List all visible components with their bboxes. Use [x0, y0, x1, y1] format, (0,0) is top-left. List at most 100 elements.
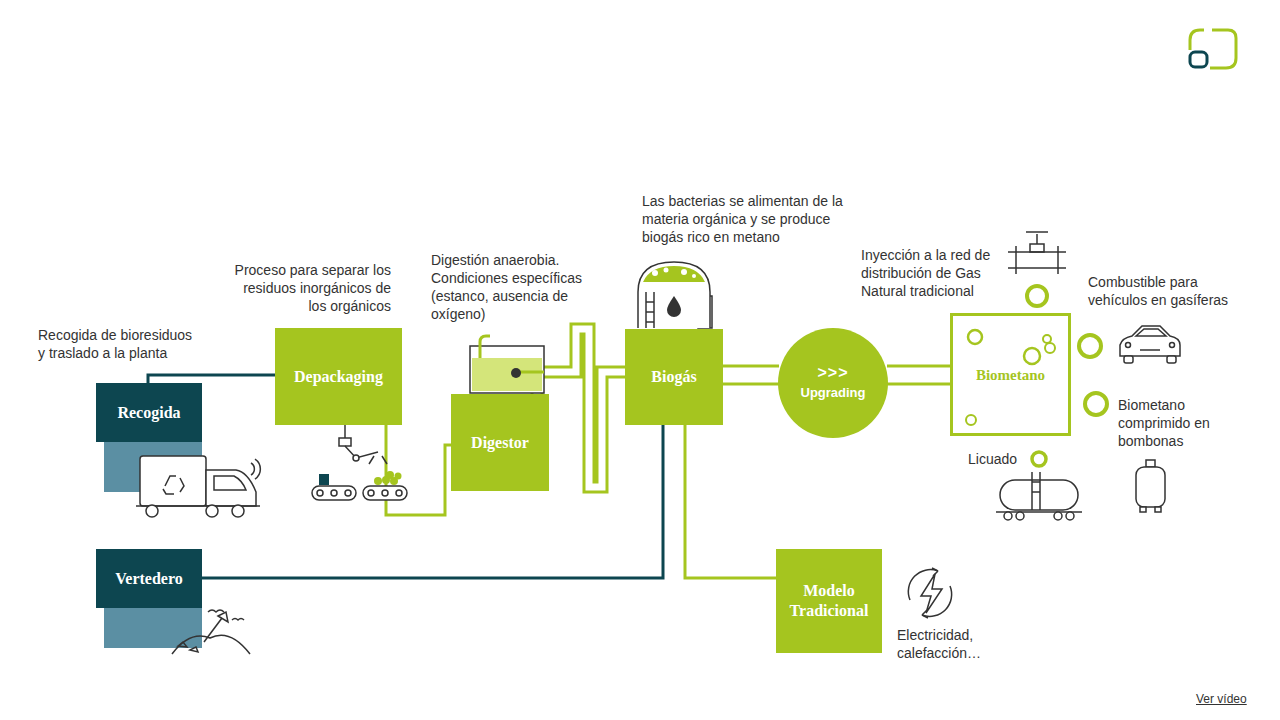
tanker-wagon-icon: [1004, 512, 1012, 520]
robot-conveyor-icon: [345, 490, 351, 496]
biogas-plant-icon: [681, 269, 687, 275]
annotation-text: Biometano comprimido en bombonas: [1118, 396, 1228, 450]
biogas-plant-icon: [646, 311, 654, 313]
gas-pipe: [537, 329, 625, 487]
gas-bubble: [966, 415, 976, 425]
robot-conveyor-icon: [339, 438, 351, 446]
car-icon: [1140, 349, 1160, 351]
robot-conveyor-icon: [363, 486, 407, 500]
tanker-wagon-icon: [1032, 481, 1040, 483]
node-text: Recogida: [117, 403, 180, 423]
annotation-text: Digestión anaerobia. Condiciones específ…: [431, 251, 591, 323]
flow-line: [202, 425, 663, 578]
connector-group: [202, 425, 663, 578]
digester-tank: [470, 336, 544, 393]
gas-bubble: [1043, 335, 1051, 343]
landfill-icon: [208, 610, 224, 612]
electricity-icon: [908, 568, 951, 618]
truck-icon: [214, 476, 246, 490]
biogas-plant-icon: [643, 266, 705, 282]
car-icon: [1136, 329, 1166, 336]
car-icon: [1170, 343, 1175, 348]
circle-outline: [778, 328, 888, 438]
node-text: Biometano: [976, 365, 1045, 385]
robot-conveyor-icon: [331, 490, 337, 496]
robot-conveyor-icon: [312, 425, 407, 500]
landfill-icon: [232, 619, 244, 621]
pipe-core: [537, 329, 625, 487]
robot-conveyor-icon: [317, 490, 323, 496]
gas-bubble: [1027, 286, 1047, 306]
base-block: [104, 608, 202, 648]
truck-icon: [180, 478, 184, 492]
brand-logo: [1210, 30, 1236, 68]
valve-icon: [1026, 231, 1048, 233]
gas-bubble: [1024, 348, 1040, 364]
landfill-icon: [172, 635, 250, 654]
annotation-text: Las bacterias se alimentan de la materia…: [642, 192, 857, 246]
gas-pipe: [887, 365, 950, 386]
connector-group: [887, 375, 950, 376]
biogas-plant-icon: [667, 296, 681, 317]
brand-logo: [1190, 52, 1207, 67]
connector-group: [148, 375, 275, 383]
flow-line: [148, 375, 275, 383]
robot-conveyor-icon: [374, 477, 382, 485]
truck-icon: [255, 459, 260, 479]
connector-group: [723, 375, 779, 376]
annotation-text: Electricidad, calefacción…: [897, 626, 1002, 662]
biogas-plant-icon: [646, 301, 654, 303]
gas-cylinder-icon: [1140, 507, 1146, 512]
gas-bubble: [1045, 343, 1055, 353]
gas-cylinder-icon: [1136, 467, 1165, 507]
robot-conveyor-icon: [344, 425, 346, 438]
biogas-plant-icon: [664, 268, 669, 273]
annotation-text: Combustible para vehículos en gasíferas: [1088, 273, 1238, 309]
node-text: Upgrading: [801, 383, 866, 403]
digester-tank: [472, 358, 542, 391]
gas-bubble: [1085, 393, 1107, 415]
connector-group: [537, 329, 625, 487]
robot-conveyor-icon: [368, 490, 374, 496]
robot-conveyor-icon: [386, 471, 394, 479]
valve-icon: [1008, 232, 1066, 274]
valve-icon: [1057, 246, 1059, 274]
process-box: Biogás: [625, 329, 723, 425]
biogas-plant-icon: [692, 274, 696, 278]
tanker-wagon-icon: [1016, 512, 1024, 520]
digester-tank: [480, 336, 490, 358]
pipe-core: [723, 368, 779, 383]
process-box: Vertedero: [96, 549, 202, 608]
landfill-icon: [218, 612, 228, 622]
node-text: Vertedero: [115, 569, 183, 589]
biogas-plant-icon: [638, 262, 710, 328]
car-icon: [1124, 356, 1133, 363]
annotation-text: Licuado: [968, 450, 1038, 468]
robot-conveyor-icon: [396, 490, 402, 496]
tanker-wagon-icon: [1039, 472, 1041, 510]
gas-cylinder-icon: [1155, 507, 1161, 512]
node-text: Biogás: [651, 367, 696, 387]
landfill-icon: [204, 618, 222, 642]
truck-icon: [251, 463, 254, 475]
robot-conveyor-icon: [382, 490, 388, 496]
process-circle: >>>Upgrading: [778, 328, 888, 438]
tanker-wagon-icon: [996, 472, 1082, 520]
car-icon: [1167, 356, 1176, 363]
landfill-icon: [178, 642, 187, 647]
node-text: Digestor: [471, 433, 529, 453]
truck-icon: [165, 476, 176, 486]
car-icon: [1120, 326, 1180, 356]
biogas-plant-icon: [638, 262, 712, 328]
tanker-wagon-icon: [1032, 491, 1040, 493]
gas-bubble: [968, 330, 982, 344]
tanker-wagon-icon: [1054, 512, 1062, 520]
robot-conveyor-icon: [312, 486, 356, 500]
valve-icon: [1015, 246, 1017, 274]
gas-bubble: [1032, 452, 1046, 466]
gas-pipe: [723, 365, 779, 386]
car-icon: [1126, 343, 1131, 348]
annotation-text: Recogida de bioresiduos y traslado a la …: [38, 326, 198, 362]
node-text: Depackaging: [294, 367, 383, 387]
gas-cylinder-icon: [1146, 460, 1155, 467]
